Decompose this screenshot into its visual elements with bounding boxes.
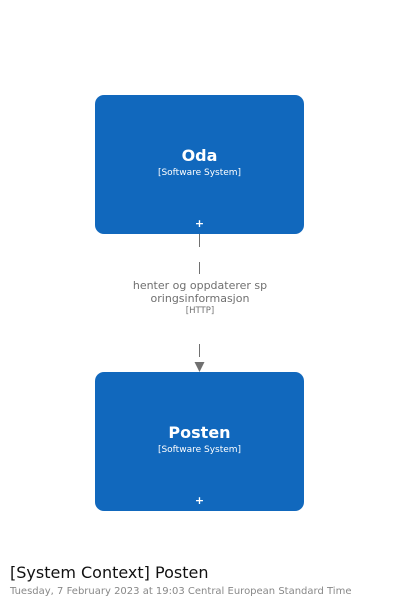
expand-icon[interactable]: +	[194, 217, 205, 230]
node-type: [Software System]	[157, 168, 242, 178]
expand-icon[interactable]: +	[194, 494, 205, 507]
node-name: Posten	[168, 423, 231, 442]
node-name: Oda	[181, 146, 218, 165]
system-node-posten[interactable]: Posten [Software System] +	[95, 372, 304, 511]
diagram-title: [System Context] Posten	[10, 563, 209, 582]
relationship-technology: [HTTP]	[185, 306, 215, 316]
node-type: [Software System]	[157, 445, 242, 455]
relationship-description: henter og oppdaterer sporingsinformasjon	[132, 279, 268, 305]
arrowhead	[194, 362, 205, 372]
relationship-label: henter og oppdaterer sporingsinformasjon…	[130, 279, 270, 318]
system-node-oda[interactable]: Oda [Software System] +	[95, 95, 304, 234]
diagram-timestamp: Tuesday, 7 February 2023 at 19:03 Centra…	[10, 586, 352, 597]
